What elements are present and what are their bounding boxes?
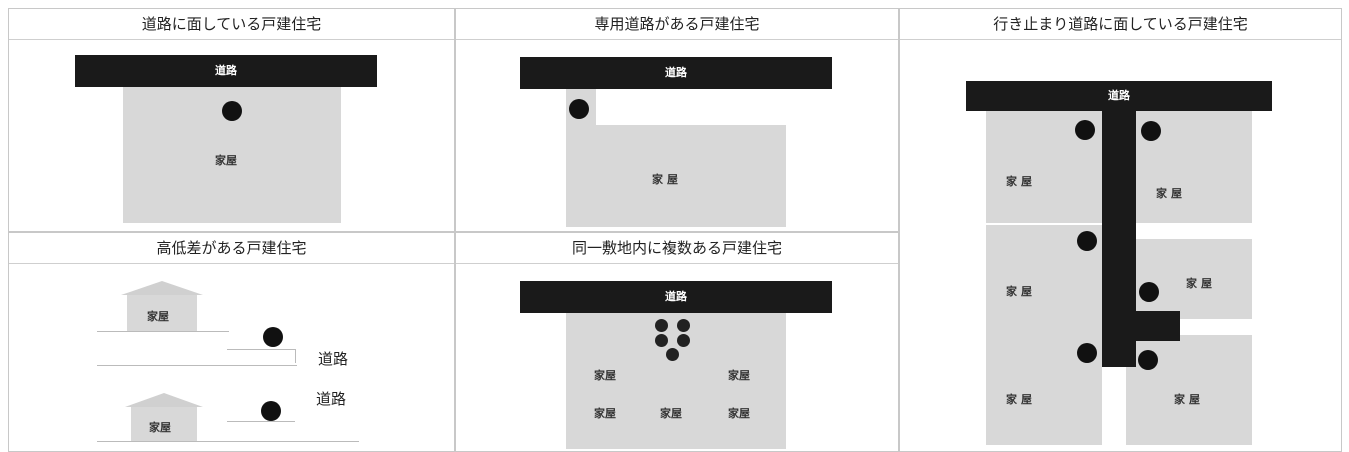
entrance-dot (677, 334, 690, 347)
road-label: 道路 (1108, 89, 1130, 102)
entrance-dot (1138, 350, 1158, 370)
house-lot (1136, 239, 1252, 319)
entrance-dot (1075, 120, 1095, 140)
road-bar: 道路 (520, 57, 832, 89)
house-label: 家屋 (1006, 285, 1036, 298)
dead-end-road (1102, 111, 1136, 367)
ground-line (227, 349, 295, 350)
entrance-dot (1139, 282, 1159, 302)
panel-dead-end-road: 行き止まり道路に面している戸建住宅 道路 家屋 家屋 家屋 家屋 家屋 家屋 (899, 8, 1342, 452)
entrance-dot (222, 101, 242, 121)
house-label: 家屋 (147, 310, 169, 323)
entrance-dot (263, 327, 283, 347)
road-bar: 道路 (966, 81, 1272, 111)
house-label: 家屋 (1174, 393, 1204, 406)
house-shape-upper (121, 281, 203, 331)
road-branch (1136, 311, 1180, 341)
house-label: 家屋 (215, 154, 237, 167)
road-label: 道路 (215, 64, 237, 77)
panel-title: 道路に面している戸建住宅 (9, 9, 454, 40)
entrance-dot (1141, 121, 1161, 141)
panel-title: 同一敷地内に複数ある戸建住宅 (456, 233, 898, 264)
panel-title: 高低差がある戸建住宅 (9, 233, 454, 264)
road-label: 道路 (316, 390, 347, 408)
panel-title: 専用道路がある戸建住宅 (456, 9, 898, 40)
entrance-dot (1077, 343, 1097, 363)
entrance-dot (666, 348, 679, 361)
house-label: 家屋 (594, 369, 616, 382)
house-label: 家屋 (728, 369, 750, 382)
road-label: 道路 (318, 350, 349, 368)
panel-private-road: 専用道路がある戸建住宅 道路 家屋 (455, 8, 899, 232)
house-label: 家屋 (594, 407, 616, 420)
road-label: 道路 (665, 66, 687, 79)
house-label: 家屋 (652, 173, 682, 186)
house-lot (566, 125, 786, 227)
panel-road-facing: 道路に面している戸建住宅 道路 家屋 (8, 8, 455, 232)
house-label: 家屋 (149, 421, 171, 434)
entrance-dot (677, 319, 690, 332)
panel-title: 行き止まり道路に面している戸建住宅 (900, 9, 1341, 40)
panel-multiple-houses: 同一敷地内に複数ある戸建住宅 道路 家屋 家屋 家屋 家屋 家屋 (455, 232, 899, 452)
entrance-dot (1077, 231, 1097, 251)
road-bar: 道路 (75, 55, 377, 87)
panel-elevation-difference: 高低差がある戸建住宅 家屋 道路 家屋 道路 (8, 232, 455, 452)
house-label: 家屋 (1006, 393, 1036, 406)
house-label: 家屋 (1006, 175, 1036, 188)
entrance-dot (261, 401, 281, 421)
ground-line (97, 441, 359, 442)
ground-line (227, 421, 295, 422)
ground-line (97, 331, 229, 332)
house-lot (566, 313, 786, 449)
ground-line (97, 365, 297, 366)
step-line (295, 349, 296, 363)
house-label: 家屋 (1186, 277, 1216, 290)
entrance-dot (569, 99, 589, 119)
entrance-dot (655, 319, 668, 332)
house-label: 家屋 (728, 407, 750, 420)
house-label: 家屋 (660, 407, 682, 420)
road-label: 道路 (665, 290, 687, 303)
road-bar: 道路 (520, 281, 832, 313)
house-label: 家屋 (1156, 187, 1186, 200)
house-shape-lower (125, 393, 203, 441)
entrance-dot (655, 334, 668, 347)
